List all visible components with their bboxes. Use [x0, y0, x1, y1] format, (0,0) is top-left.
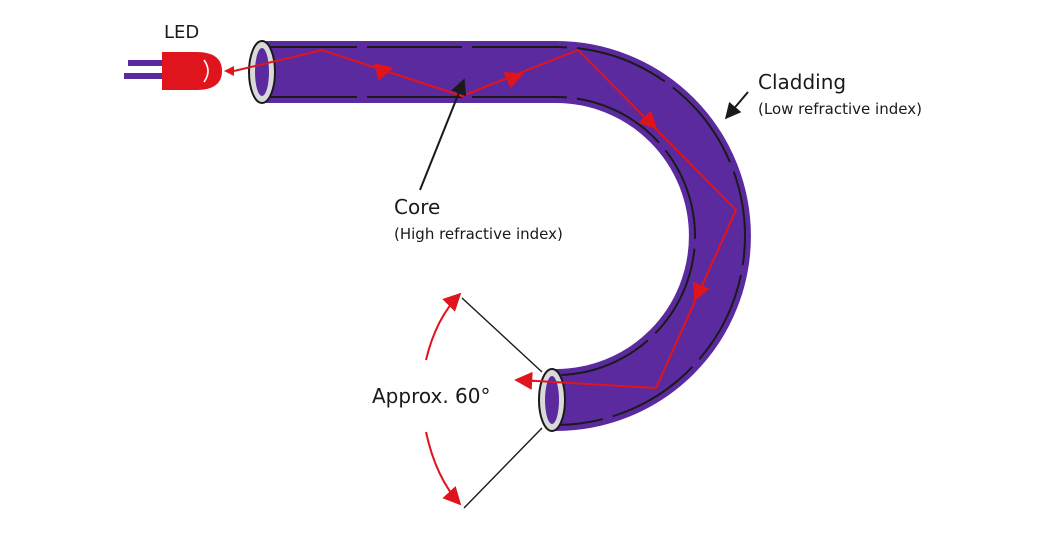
angle-label: Approx. 60°: [372, 384, 491, 408]
light-ray: [233, 48, 738, 390]
fiber-entry-core: [255, 48, 269, 96]
angle-arc-lower: [425, 431, 462, 506]
fiber-exit-core: [545, 376, 559, 424]
core-pointer-arrow: [419, 78, 467, 191]
core-boundary-outer: [262, 46, 746, 426]
cone-line-upper: [461, 297, 543, 373]
cone-line-lower: [463, 427, 543, 509]
ray-arrow-1: [374, 63, 394, 81]
cladding-note: (Low refractive index): [758, 100, 922, 118]
core-boundary-inner: [262, 96, 696, 376]
cladding-pointer-arrow: [724, 91, 749, 120]
led-emitter: [224, 66, 234, 76]
ray-arrow-3: [638, 110, 658, 130]
ray-arrow-2: [503, 71, 524, 89]
fiber-cladding: [262, 41, 751, 431]
led-body: [162, 52, 222, 90]
led-lead-bottom: [124, 73, 168, 79]
led-label: LED: [164, 22, 200, 43]
core-note: (High refractive index): [394, 225, 563, 243]
cladding-label: Cladding: [758, 70, 847, 94]
ray-arrow-4: [692, 281, 710, 302]
led-lead-top: [128, 60, 168, 66]
core-label: Core: [394, 195, 441, 219]
angle-arc-upper: [425, 292, 462, 361]
led: [124, 52, 234, 90]
ray-exit-arrow: [514, 371, 536, 390]
led-highlight: [203, 59, 209, 83]
